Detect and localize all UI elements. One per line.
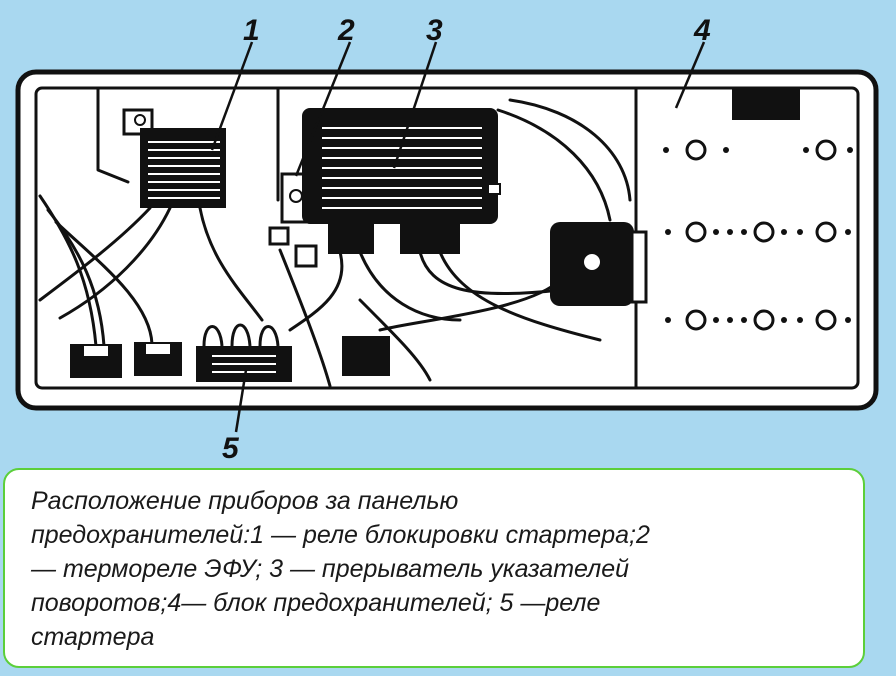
leader-line-5 xyxy=(234,369,248,433)
leader-line-3 xyxy=(392,41,438,169)
caption-text: Расположение приборов за панелью предохр… xyxy=(31,487,650,651)
caption-box: Расположение приборов за панелью предохр… xyxy=(3,468,865,668)
fuse-block xyxy=(663,88,853,331)
callout-4: 4 xyxy=(693,14,711,47)
leader-line-1 xyxy=(210,41,254,151)
starter-lock-relay xyxy=(122,108,226,208)
callout-3: 3 xyxy=(426,14,443,47)
callout-2: 2 xyxy=(337,14,355,47)
wire-plug xyxy=(70,336,390,378)
turn-signal-flasher xyxy=(302,108,501,254)
callout-1: 1 xyxy=(243,14,260,47)
leader-line-4 xyxy=(674,41,706,109)
multi-pin-connector xyxy=(550,222,648,306)
callout-5: 5 xyxy=(222,432,240,460)
panel-inner-outline xyxy=(34,86,860,390)
wiring-diagram: 1 2 3 4 5 xyxy=(15,14,879,460)
leader-line-2 xyxy=(294,41,352,177)
